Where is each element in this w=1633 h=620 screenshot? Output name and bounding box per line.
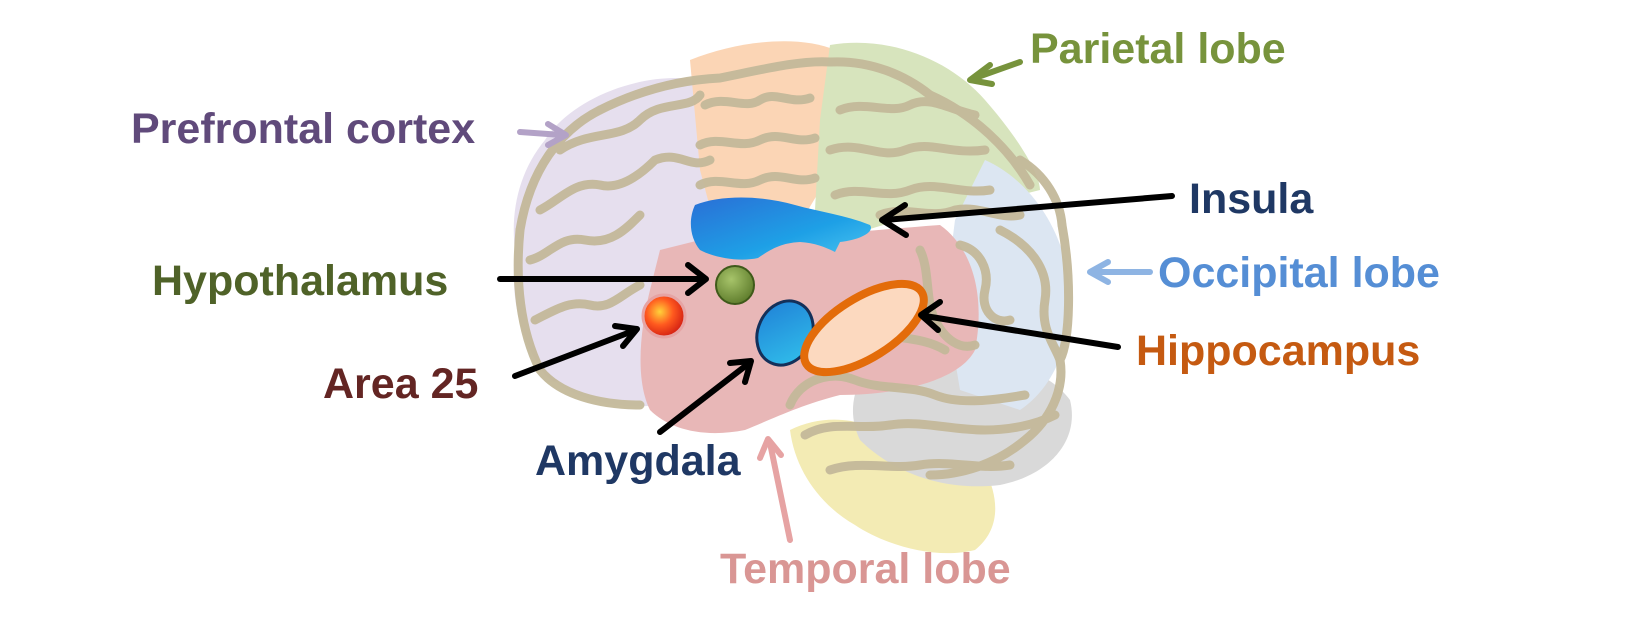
parietal-label: Parietal lobe <box>1030 25 1286 73</box>
area25-dot <box>641 293 687 339</box>
insula-arrow <box>879 193 1175 238</box>
temporal-arrow <box>757 436 793 543</box>
amygdala-arrow <box>657 358 754 435</box>
hypothalamus-label: Hypothalamus <box>152 257 448 305</box>
amygdala-label: Amygdala <box>535 437 742 485</box>
temporal-label: Temporal lobe <box>720 545 1011 593</box>
motor-region <box>690 41 840 245</box>
prefrontal-arrow <box>517 121 569 148</box>
hypothalamus-arrow <box>497 262 709 296</box>
parietal-arrow <box>967 59 1023 87</box>
occipital-label: Occipital lobe <box>1158 249 1440 297</box>
area25-label: Area 25 <box>323 360 478 408</box>
arrows <box>497 59 1175 543</box>
insula-label: Insula <box>1189 175 1314 223</box>
prefrontal-label: Prefrontal cortex <box>131 105 475 153</box>
hippocampus-arrow <box>918 299 1121 350</box>
hippocampus-ring <box>800 279 928 377</box>
hypothalamus-dot <box>715 265 755 305</box>
hippocampus-label: Hippocampus <box>1136 327 1420 375</box>
gyri-outline <box>513 57 1074 480</box>
insula-shape <box>690 197 871 260</box>
occipital-arrow <box>1087 259 1153 285</box>
area25-arrow <box>512 323 640 379</box>
brainstem-region <box>790 419 996 554</box>
